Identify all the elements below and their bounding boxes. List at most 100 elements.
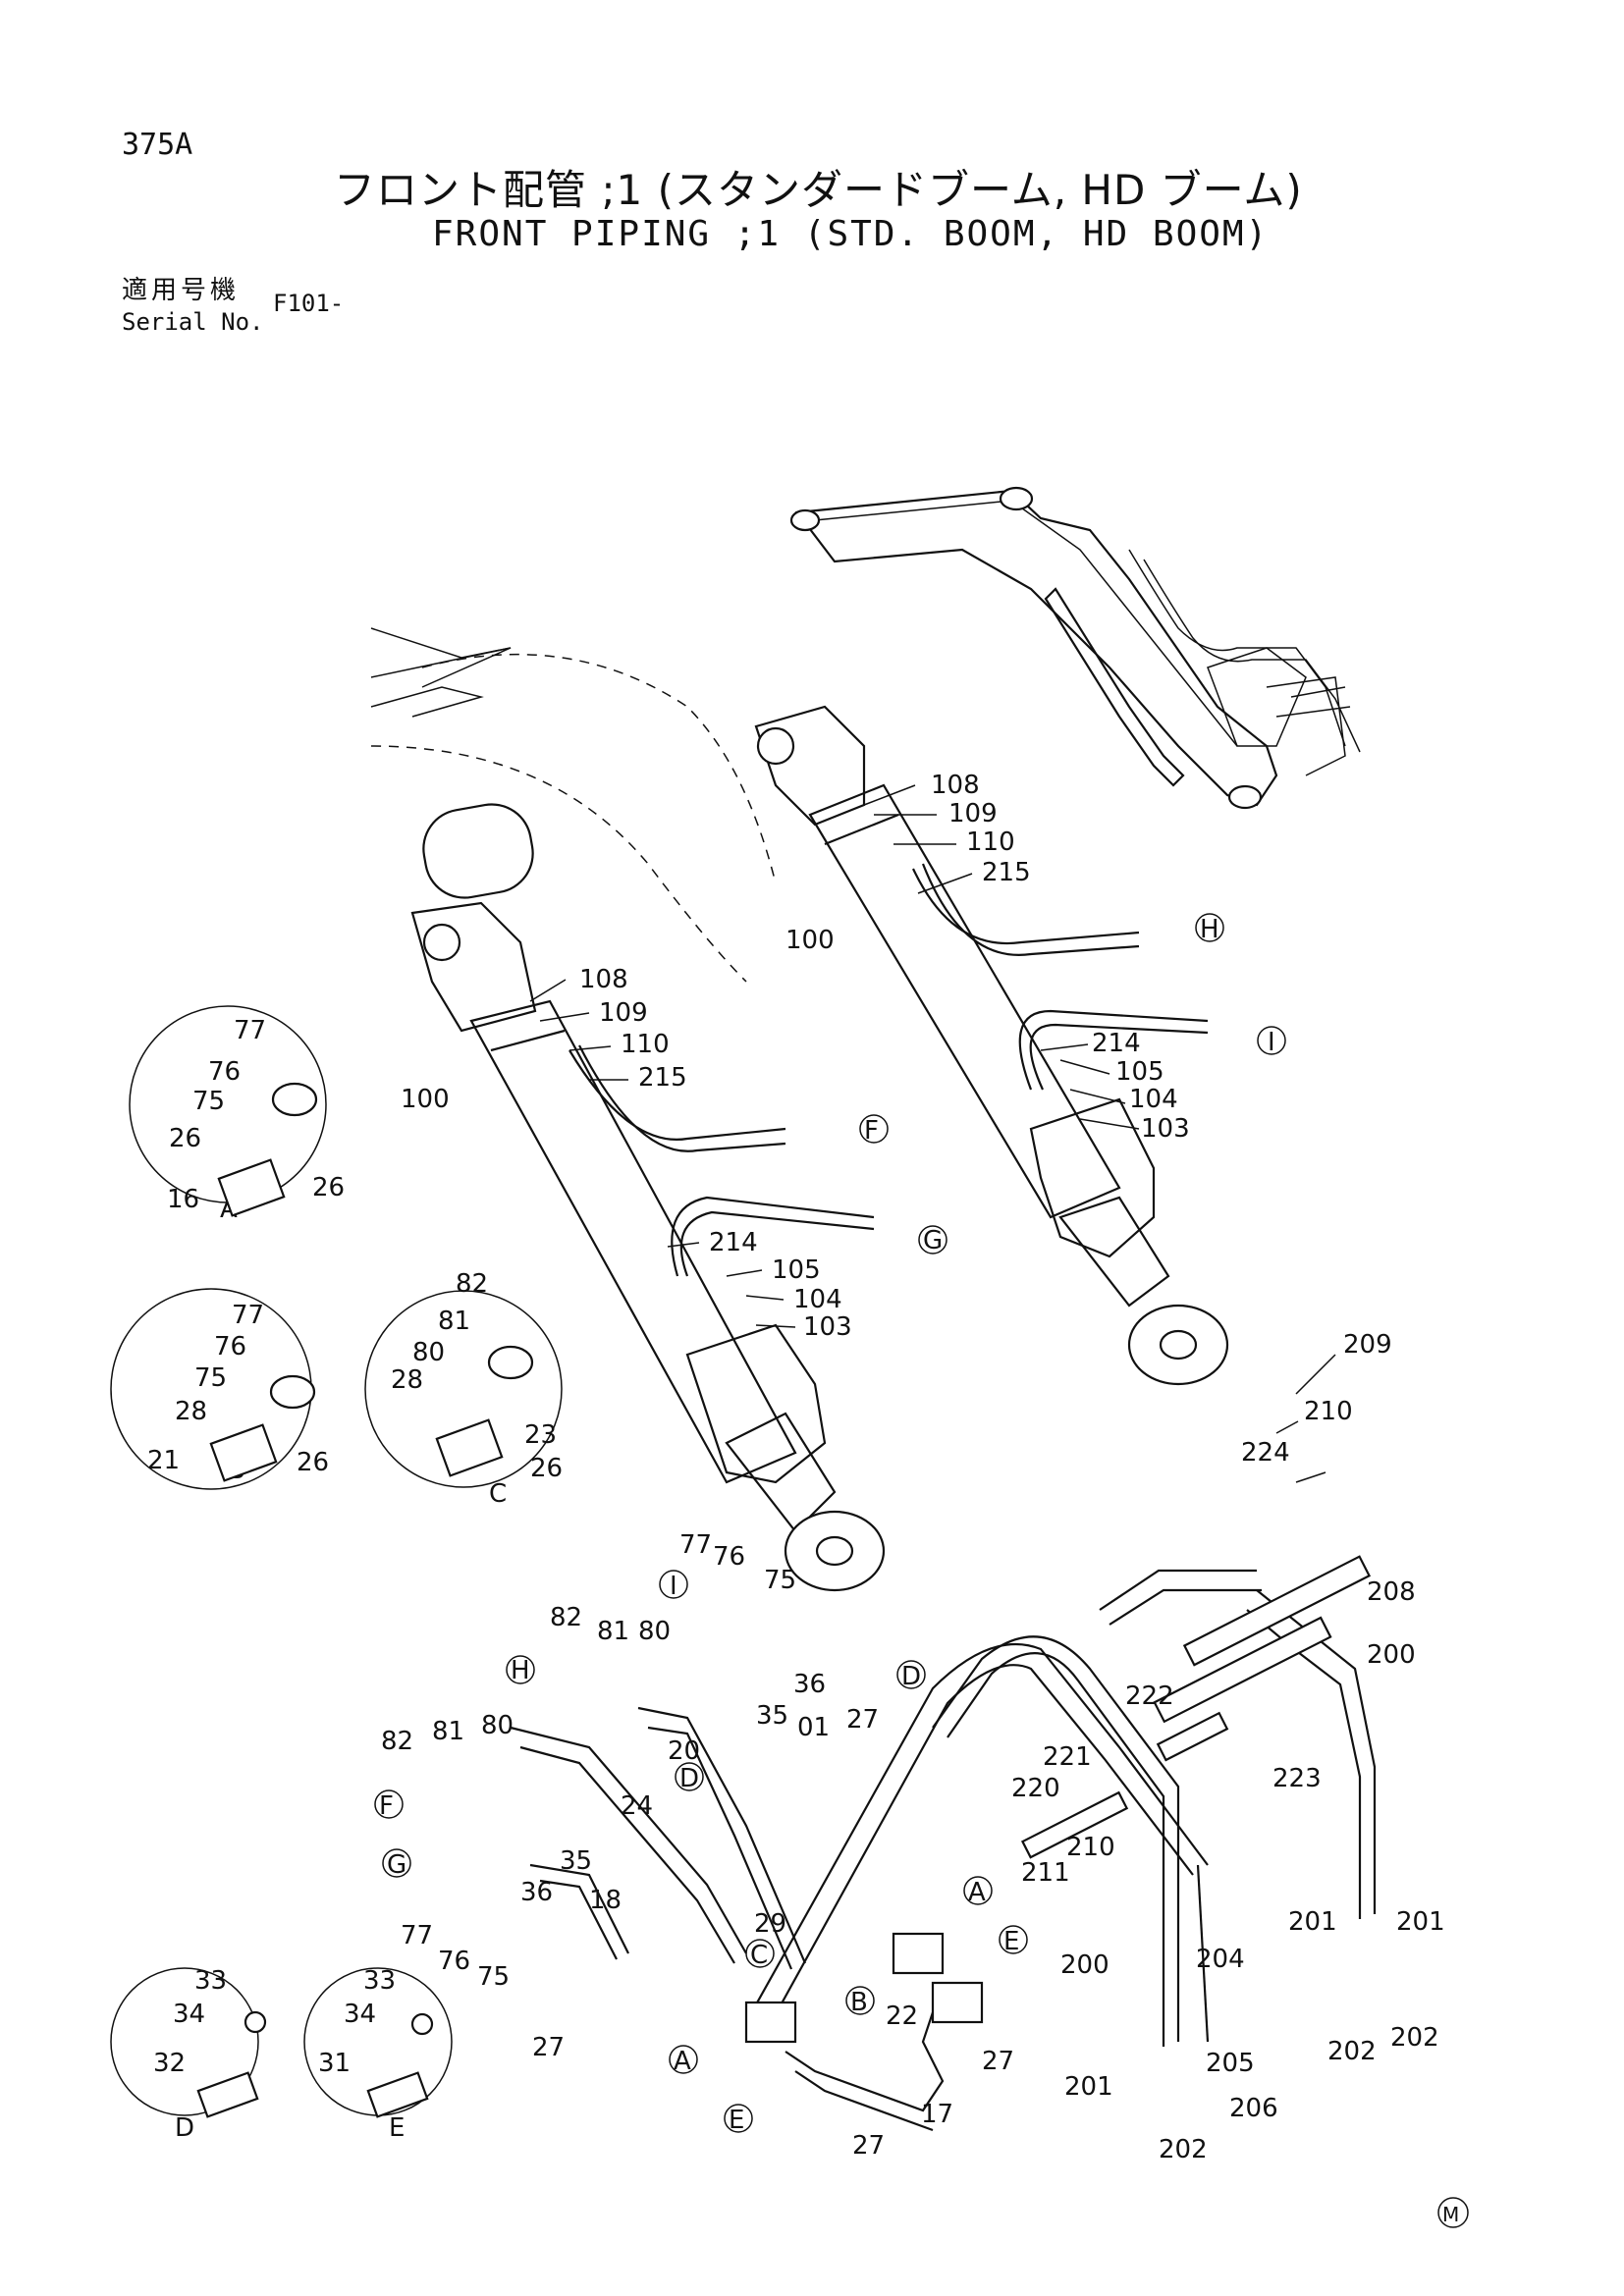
- svg-text:223: 223: [1272, 1764, 1322, 1793]
- connector-d-2: D: [679, 1764, 699, 1793]
- svg-text:33: 33: [363, 1966, 396, 1996]
- detail-view-c: C 82 81 80 28 23 26: [364, 1269, 563, 1509]
- svg-text:200: 200: [1367, 1640, 1416, 1670]
- svg-text:108: 108: [579, 965, 628, 994]
- connector-e: E: [1003, 1927, 1019, 1956]
- svg-text:36: 36: [520, 1878, 553, 1907]
- svg-text:81: 81: [597, 1617, 629, 1646]
- svg-text:81: 81: [438, 1307, 470, 1336]
- svg-text:33: 33: [194, 1966, 227, 1996]
- svg-text:76: 76: [208, 1057, 241, 1087]
- svg-text:81: 81: [432, 1717, 464, 1746]
- svg-text:80: 80: [412, 1338, 445, 1367]
- connector-f-2: F: [379, 1791, 394, 1821]
- svg-text:208: 208: [1367, 1577, 1416, 1607]
- svg-text:82: 82: [456, 1269, 488, 1299]
- boom-overview-illustration: [789, 486, 1361, 810]
- svg-text:76: 76: [438, 1947, 470, 1976]
- connector-g-2: G: [387, 1850, 406, 1880]
- connector-b: B: [850, 1988, 868, 2017]
- svg-text:110: 110: [966, 828, 1015, 857]
- svg-text:202: 202: [1159, 2135, 1208, 2164]
- connector-i-2: I: [670, 1572, 677, 1601]
- svg-text:220: 220: [1011, 1774, 1060, 1803]
- boom-outline: [370, 627, 777, 983]
- svg-text:100: 100: [785, 926, 835, 955]
- svg-text:201: 201: [1288, 1907, 1337, 1937]
- svg-text:215: 215: [982, 858, 1031, 887]
- detail-view-b: B 77 76 75 28 21 26: [110, 1288, 329, 1490]
- svg-text:26: 26: [169, 1124, 201, 1153]
- svg-text:77: 77: [234, 1016, 266, 1045]
- svg-text:200: 200: [1060, 1950, 1110, 1980]
- svg-text:24: 24: [621, 1791, 653, 1821]
- svg-text:29: 29: [754, 1909, 786, 1939]
- svg-text:76: 76: [214, 1332, 246, 1362]
- connector-a: A: [968, 1878, 986, 1907]
- svg-text:76: 76: [713, 1542, 745, 1572]
- svg-text:110: 110: [621, 1030, 670, 1059]
- svg-text:21: 21: [147, 1446, 180, 1475]
- svg-text:18: 18: [589, 1886, 622, 1915]
- svg-text:35: 35: [560, 1846, 592, 1876]
- svg-text:31: 31: [318, 2049, 351, 2078]
- svg-text:M: M: [1442, 2203, 1459, 2226]
- footer-mark: M: [1437, 2197, 1469, 2228]
- boom-cylinder-right: [754, 705, 1229, 1386]
- svg-text:22: 22: [886, 2002, 918, 2031]
- title-english: FRONT PIPING ;1 (STD. BOOM, HD BOOM): [432, 214, 1270, 254]
- svg-text:108: 108: [931, 771, 980, 800]
- svg-text:34: 34: [173, 2000, 205, 2029]
- svg-text:75: 75: [192, 1087, 225, 1116]
- svg-text:77: 77: [679, 1530, 712, 1560]
- svg-text:26: 26: [312, 1173, 345, 1202]
- svg-text:75: 75: [194, 1363, 227, 1393]
- svg-text:224: 224: [1241, 1438, 1290, 1468]
- svg-text:206: 206: [1229, 2094, 1278, 2123]
- detail-d-label: D: [175, 2113, 194, 2143]
- svg-text:202: 202: [1327, 2037, 1377, 2066]
- svg-text:109: 109: [948, 799, 998, 828]
- connector-d: D: [901, 1662, 921, 1691]
- cylinder-hoses: [568, 863, 1209, 1277]
- svg-text:105: 105: [772, 1255, 821, 1285]
- svg-text:221: 221: [1043, 1742, 1092, 1772]
- connector-c: C: [750, 1941, 768, 1970]
- svg-text:105: 105: [1115, 1057, 1164, 1087]
- svg-text:201: 201: [1396, 1907, 1445, 1937]
- svg-text:214: 214: [709, 1228, 758, 1257]
- piping-assembly: [510, 1555, 1377, 2132]
- connector-a-2: A: [674, 2047, 691, 2076]
- svg-text:80: 80: [638, 1617, 671, 1646]
- svg-text:202: 202: [1390, 2023, 1439, 2053]
- svg-text:77: 77: [232, 1301, 264, 1330]
- detail-e-label: E: [389, 2113, 405, 2143]
- svg-text:26: 26: [297, 1448, 329, 1477]
- serial-label-english: Serial No.: [122, 308, 264, 336]
- svg-text:77: 77: [401, 1921, 433, 1950]
- connector-markers: F G H I I H F G D D A E B C A E: [374, 913, 1286, 2135]
- svg-text:214: 214: [1092, 1029, 1141, 1058]
- boom-cylinder-left: [410, 803, 886, 1592]
- detail-c-label: C: [489, 1479, 507, 1509]
- svg-text:20: 20: [668, 1736, 700, 1766]
- svg-text:201: 201: [1064, 2072, 1113, 2102]
- svg-text:27: 27: [852, 2131, 885, 2161]
- svg-text:80: 80: [481, 1711, 514, 1740]
- svg-text:82: 82: [550, 1603, 582, 1632]
- connector-e-2: E: [729, 2106, 744, 2135]
- detail-view-e: E 33 34 31: [303, 1966, 453, 2143]
- svg-text:109: 109: [599, 998, 648, 1028]
- svg-text:34: 34: [344, 2000, 376, 2029]
- svg-text:75: 75: [477, 1962, 510, 1992]
- detail-view-a: A 77 76 75 26 16 26: [129, 1005, 345, 1224]
- svg-text:32: 32: [153, 2049, 186, 2078]
- svg-text:204: 204: [1196, 1945, 1245, 1974]
- detail-view-d: D 33 34 32: [110, 1966, 267, 2143]
- part-callouts: 108 109 110 215 100 214 105 104 103 108 …: [381, 771, 1445, 2164]
- svg-text:27: 27: [982, 2047, 1014, 2076]
- svg-text:209: 209: [1343, 1330, 1392, 1360]
- svg-text:16: 16: [167, 1185, 199, 1214]
- svg-text:104: 104: [1129, 1085, 1178, 1114]
- connector-h: H: [1200, 915, 1219, 944]
